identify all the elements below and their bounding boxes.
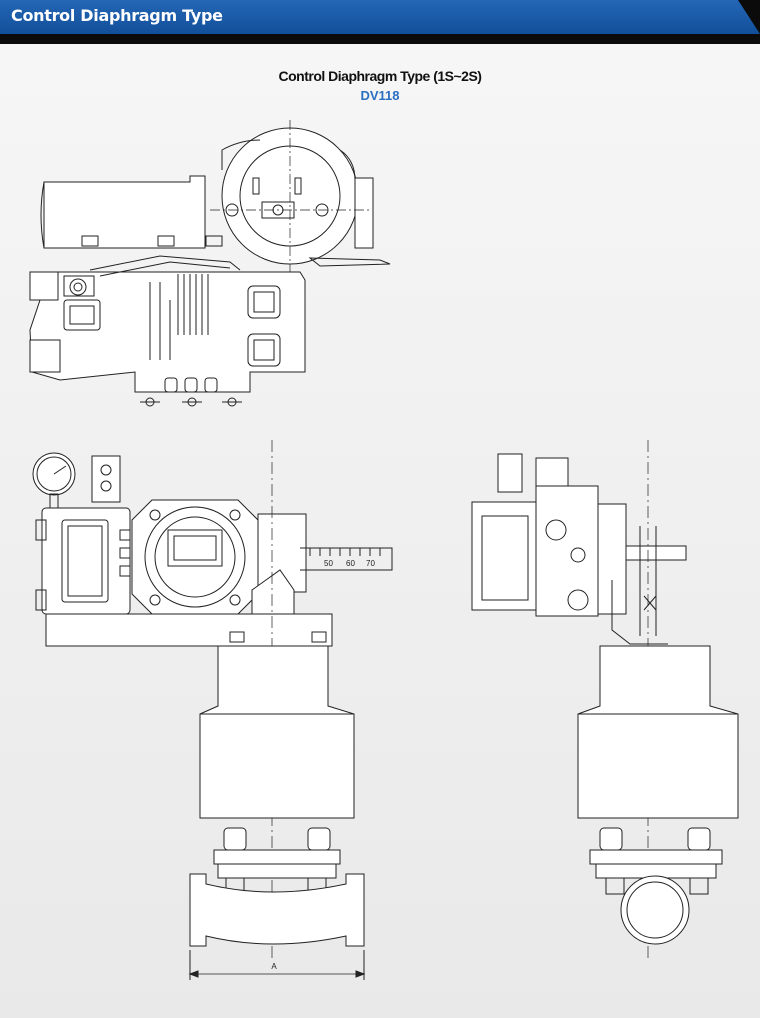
- header-bar: Control Diaphragm Type: [0, 0, 760, 34]
- diagram-model: DV118: [360, 88, 400, 103]
- header-shadow: [0, 34, 760, 44]
- side-view: [471, 440, 739, 960]
- dimension-a-label: A: [271, 962, 277, 971]
- scale-label-3: 70: [366, 559, 375, 568]
- diagram-title: Control Diaphragm Type (1S~2S): [278, 68, 482, 84]
- scale-label-1: 50: [324, 559, 333, 568]
- top-view: [29, 120, 391, 407]
- header-corner: [738, 0, 760, 34]
- scale-label-2: 60: [346, 559, 355, 568]
- header-title: Control Diaphragm Type: [11, 6, 223, 25]
- front-view: 50 60 70 A: [32, 440, 393, 980]
